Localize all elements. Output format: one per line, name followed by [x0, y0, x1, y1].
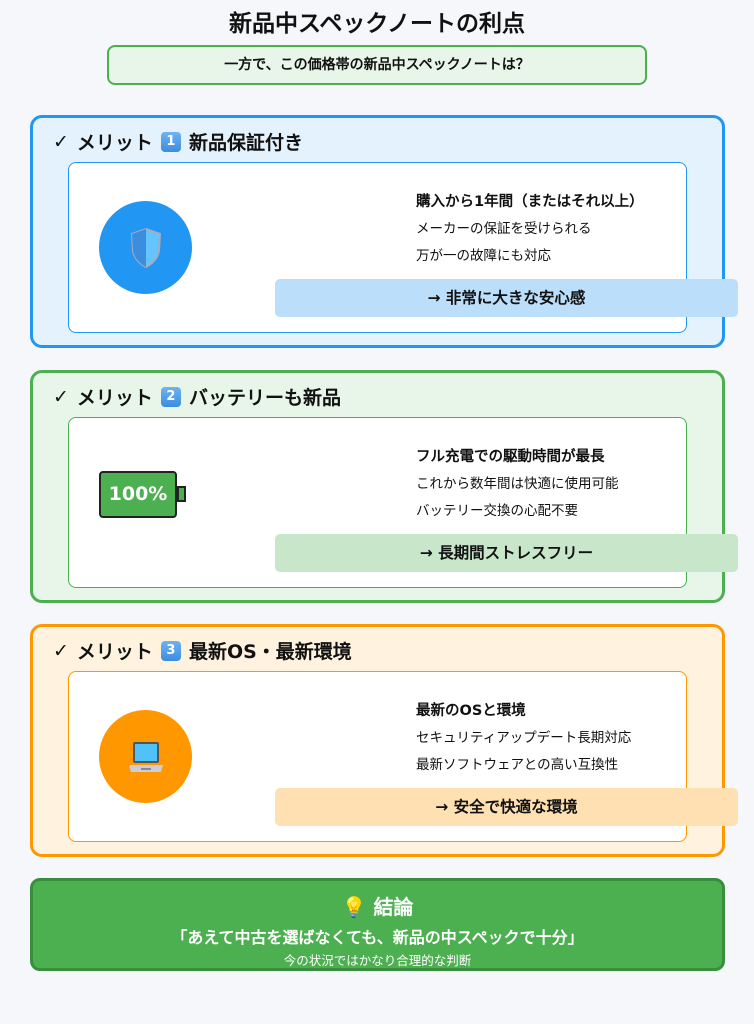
- detail-line: 最新ソフトウェアとの高い互換性: [416, 757, 619, 773]
- section-title: バッテリーも新品: [188, 387, 341, 409]
- check-icon: ✓: [53, 385, 69, 408]
- result-banner: → 非常に大きな安心感: [275, 279, 738, 317]
- result-banner: → 安全で快適な環境: [275, 788, 738, 826]
- merit-label: メリット: [76, 132, 153, 154]
- icon-circle: [99, 201, 192, 294]
- merit-section-3: ✓ メリット 3 最新OS・最新環境 最新のOSと環境 セキュリティアップデート…: [30, 624, 738, 857]
- section-title: 新品保証付き: [188, 132, 303, 154]
- battery-level: 100%: [108, 483, 168, 505]
- lightbulb-icon: 💡: [341, 895, 367, 919]
- merit-label: メリット: [76, 641, 153, 663]
- detail-line: バッテリー交換の心配不要: [416, 503, 578, 519]
- section-heading: ✓ メリット 1 新品保証付き: [53, 128, 303, 155]
- detail-heading: フル充電での駆動時間が最長: [416, 449, 605, 465]
- merit-card: 100% フル充電での駆動時間が最長 これから数年間は快適に使用可能 バッテリー…: [68, 417, 738, 588]
- section-title: 最新OS・最新環境: [188, 641, 352, 663]
- detail-heading: 最新のOSと環境: [416, 703, 526, 719]
- conclusion-quote: 「あえて中古を選ばなくても、新品の中スペックで十分」: [171, 928, 584, 947]
- section-heading: ✓ メリット 3 最新OS・最新環境: [53, 637, 352, 664]
- section-heading: ✓ メリット 2 バッテリーも新品: [53, 383, 341, 410]
- conclusion-note: 今の状況ではかなり合理的な判断: [283, 953, 472, 968]
- detail-text: フル充電での駆動時間が最長 これから数年間は快適に使用可能 バッテリー交換の心配…: [416, 444, 619, 525]
- result-banner: → 長期間ストレスフリー: [275, 534, 738, 572]
- conclusion-title: 結論: [373, 895, 414, 919]
- merit-section-2: ✓ メリット 2 バッテリーも新品 100% フル充電での駆動時間が最長 これか…: [30, 370, 738, 603]
- detail-text: 最新のOSと環境 セキュリティアップデート長期対応 最新ソフトウェアとの高い互換…: [416, 698, 631, 779]
- number-badge: 1: [160, 131, 181, 152]
- number-badge: 3: [160, 640, 181, 661]
- detail-line: これから数年間は快適に使用可能: [416, 476, 619, 492]
- page-title: 新品中スペックノートの利点: [228, 11, 525, 37]
- detail-text: 購入から1年間（またはそれ以上） メーカーの保証を受けられる 万が一の故障にも対…: [416, 189, 644, 270]
- battery-icon: 100%: [99, 471, 186, 518]
- conclusion-heading: 💡 結論: [33, 891, 722, 920]
- conclusion-box: 💡 結論 「あえて中古を選ばなくても、新品の中スペックで十分」 今の状況ではかな…: [30, 878, 725, 971]
- check-icon: ✓: [53, 130, 69, 153]
- shield-icon: [130, 227, 161, 268]
- laptop-icon: [128, 741, 163, 772]
- merit-card: 最新のOSと環境 セキュリティアップデート長期対応 最新ソフトウェアとの高い互換…: [68, 671, 738, 842]
- icon-circle: [99, 710, 192, 803]
- subtitle-box: 一方で、この価格帯の新品中スペックノートは？: [107, 45, 647, 85]
- check-icon: ✓: [53, 639, 69, 662]
- detail-heading: 購入から1年間（またはそれ以上）: [416, 194, 644, 210]
- merit-card: 購入から1年間（またはそれ以上） メーカーの保証を受けられる 万が一の故障にも対…: [68, 162, 738, 333]
- merit-section-1: ✓ メリット 1 新品保証付き 購入から1年間（またはそれ以上） メーカーの保証…: [30, 115, 738, 348]
- detail-line: メーカーの保証を受けられる: [416, 221, 592, 237]
- detail-line: 万が一の故障にも対応: [416, 248, 551, 264]
- number-badge: 2: [160, 386, 181, 407]
- merit-label: メリット: [76, 387, 153, 409]
- detail-line: セキュリティアップデート長期対応: [416, 730, 632, 746]
